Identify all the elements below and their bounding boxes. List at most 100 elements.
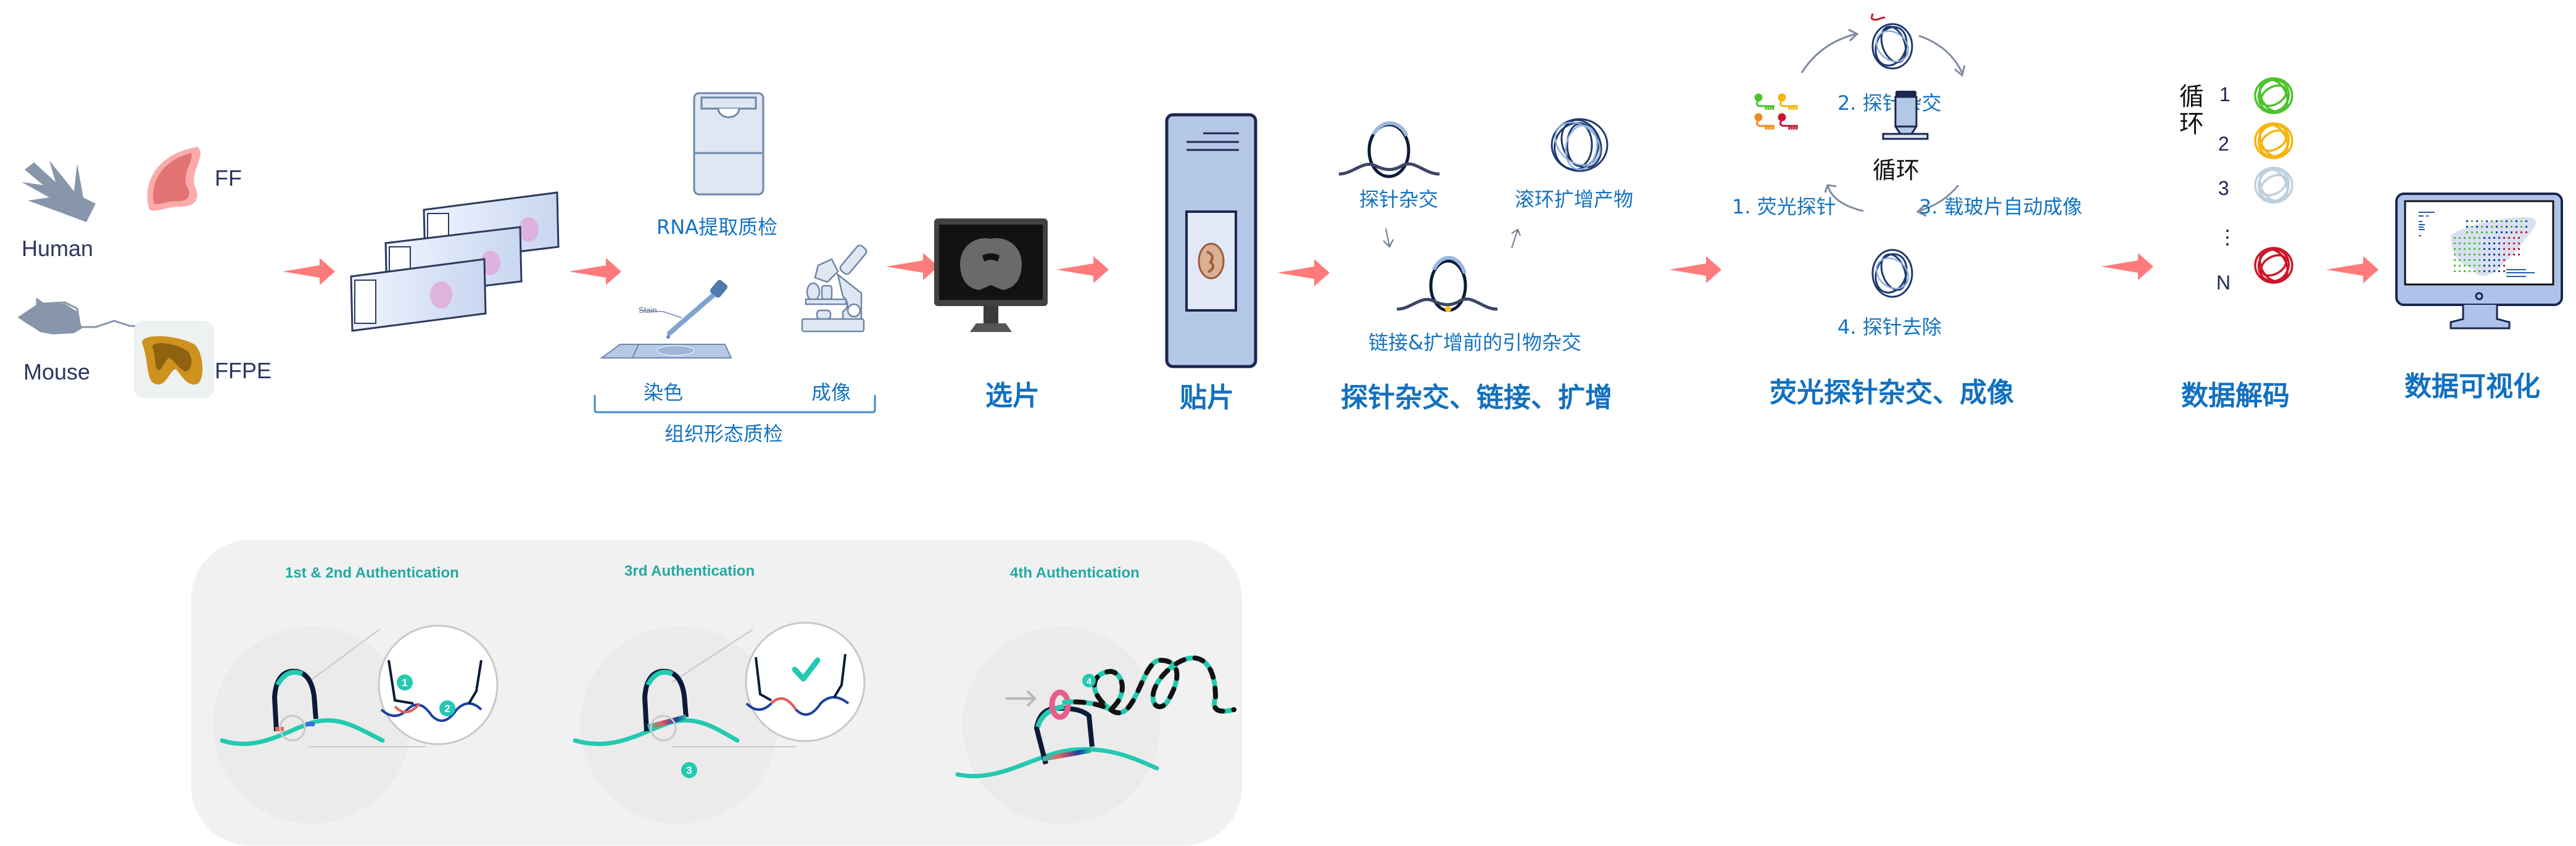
- spatial-dot: [2488, 259, 2490, 261]
- spatial-dot: [2508, 237, 2510, 239]
- spatial-dot: [2503, 270, 2505, 272]
- spatial-dot: [2488, 265, 2490, 267]
- morphology-qc-label: 组织形态质检: [665, 422, 784, 446]
- spatial-dot: [2471, 231, 2473, 233]
- decode-blob-round-n: [2254, 247, 2293, 284]
- spatial-dot: [2459, 254, 2461, 255]
- spatial-dot: [2503, 237, 2505, 239]
- mounted-slide-icon: [1165, 113, 1257, 368]
- visualization-step-title: 数据可视化: [2404, 371, 2540, 402]
- spatial-dot: [2498, 265, 2500, 267]
- spatial-dot: [2454, 265, 2456, 267]
- spatial-dot: [2464, 248, 2466, 250]
- spatial-dot: [2474, 259, 2475, 261]
- spatial-dot: [2471, 220, 2473, 222]
- spatial-dot: [2520, 220, 2522, 222]
- spatial-dot: [2498, 248, 2500, 250]
- spatial-dot: [2454, 254, 2456, 255]
- decode-cycle-label: 循环: [2179, 83, 2209, 138]
- spatial-dot: [2513, 248, 2515, 250]
- spatial-dot: [2503, 254, 2505, 255]
- cycle-step-2-label: 2. 探针杂交: [1837, 91, 1942, 115]
- ff-label: FF: [215, 165, 242, 191]
- cycle-center-label: 循环: [1873, 157, 1920, 184]
- spatial-dot: [2493, 259, 2495, 261]
- mount-step-title: 贴片: [1180, 382, 1234, 413]
- spatial-dot: [2474, 265, 2475, 267]
- ffpe-tissue-icon: [142, 336, 203, 385]
- spatial-dot: [2506, 220, 2508, 222]
- spatial-dot: [2516, 220, 2517, 222]
- spatial-dot: [2459, 265, 2461, 267]
- spatial-dot: [2479, 243, 2480, 244]
- spatial-dot: [2491, 231, 2493, 233]
- auth-title-1: 1st & 2nd Authentication: [285, 565, 459, 581]
- spatial-dot: [2493, 254, 2495, 255]
- spatial-dot: [2469, 248, 2470, 250]
- spatial-dot: [2486, 226, 2488, 228]
- auth-diagram-2: 3: [573, 621, 866, 824]
- probe-hyb-label: 探针杂交: [1359, 188, 1439, 211]
- decode-step-title: 数据解码: [2181, 380, 2290, 412]
- spatial-dot: [2491, 226, 2493, 228]
- spatial-dot: [2498, 259, 2500, 261]
- spatial-dot: [2508, 243, 2510, 244]
- ff-tissue-icon: [147, 147, 201, 211]
- cycle-arrow-2-3: [1918, 35, 1963, 73]
- slide-front: [350, 258, 487, 332]
- spatial-dot: [2498, 254, 2500, 255]
- spatial-dot: [2488, 237, 2490, 239]
- spatial-dot: [2496, 231, 2498, 233]
- spatial-dot: [2518, 248, 2520, 250]
- spatial-dot: [2501, 220, 2503, 222]
- auth-marker-1: 1: [402, 677, 407, 689]
- ligation-icon: [1396, 255, 1498, 312]
- spatial-dot: [2471, 226, 2473, 228]
- spatial-dot: [2493, 248, 2495, 250]
- flow-arrow-7: [2101, 253, 2153, 280]
- spatial-dot: [2474, 243, 2475, 244]
- decode-blob-round-2: [2254, 122, 2293, 159]
- spatial-dot: [2503, 259, 2505, 261]
- spatial-dot: [2464, 259, 2466, 261]
- spatial-dot: [2513, 237, 2515, 239]
- spatial-dot: [2518, 237, 2520, 239]
- spatial-dot: [2479, 259, 2480, 261]
- spatial-dot: [2486, 220, 2488, 222]
- spatial-dot: [2469, 254, 2470, 255]
- ffpe-label: FFPE: [215, 358, 272, 383]
- spatial-dot: [2488, 243, 2490, 244]
- spatial-dot: [2459, 237, 2461, 239]
- spatial-dot: [2493, 270, 2495, 272]
- auth-diagram-3: 4: [955, 626, 1236, 824]
- ring-marker: [1049, 689, 1071, 720]
- spatial-dot: [2454, 270, 2456, 272]
- spatial-dot: [2518, 243, 2520, 244]
- spatial-dot: [2469, 265, 2470, 267]
- spatial-dot: [2508, 254, 2510, 255]
- rca-product-label: 滚环扩增产物: [1515, 188, 1634, 211]
- rna-qc-label: RNA提取质检: [656, 215, 778, 239]
- spatial-dot: [2520, 231, 2522, 233]
- spatial-dot: [2511, 226, 2512, 228]
- spatial-dot: [2481, 231, 2483, 233]
- rca-product-icon: [1551, 118, 1609, 172]
- spatial-dot: [2525, 220, 2527, 222]
- auth-marker-2: 2: [444, 703, 450, 715]
- spatial-dot: [2520, 226, 2522, 228]
- flow-arrow-5: [1277, 259, 1330, 286]
- spatial-dot: [2498, 270, 2500, 272]
- spatial-dot: [2498, 243, 2500, 244]
- spatial-dot: [2525, 226, 2527, 228]
- cycle-arrow-3-4: [1918, 185, 1960, 212]
- select-step-title: 选片: [985, 380, 1040, 412]
- spatial-dot: [2518, 254, 2520, 255]
- ligation-label: 链接&扩增前的引物杂交: [1369, 331, 1581, 354]
- spatial-dots: [2454, 220, 2527, 272]
- auth-marker-4: 4: [1087, 676, 1092, 687]
- spatial-dot: [2476, 226, 2478, 228]
- spatial-dot: [2466, 231, 2468, 233]
- slide-stack-icon: [350, 191, 560, 332]
- fluorescent-probes-icon: [1754, 93, 1798, 130]
- spatial-dot: [2466, 220, 2468, 222]
